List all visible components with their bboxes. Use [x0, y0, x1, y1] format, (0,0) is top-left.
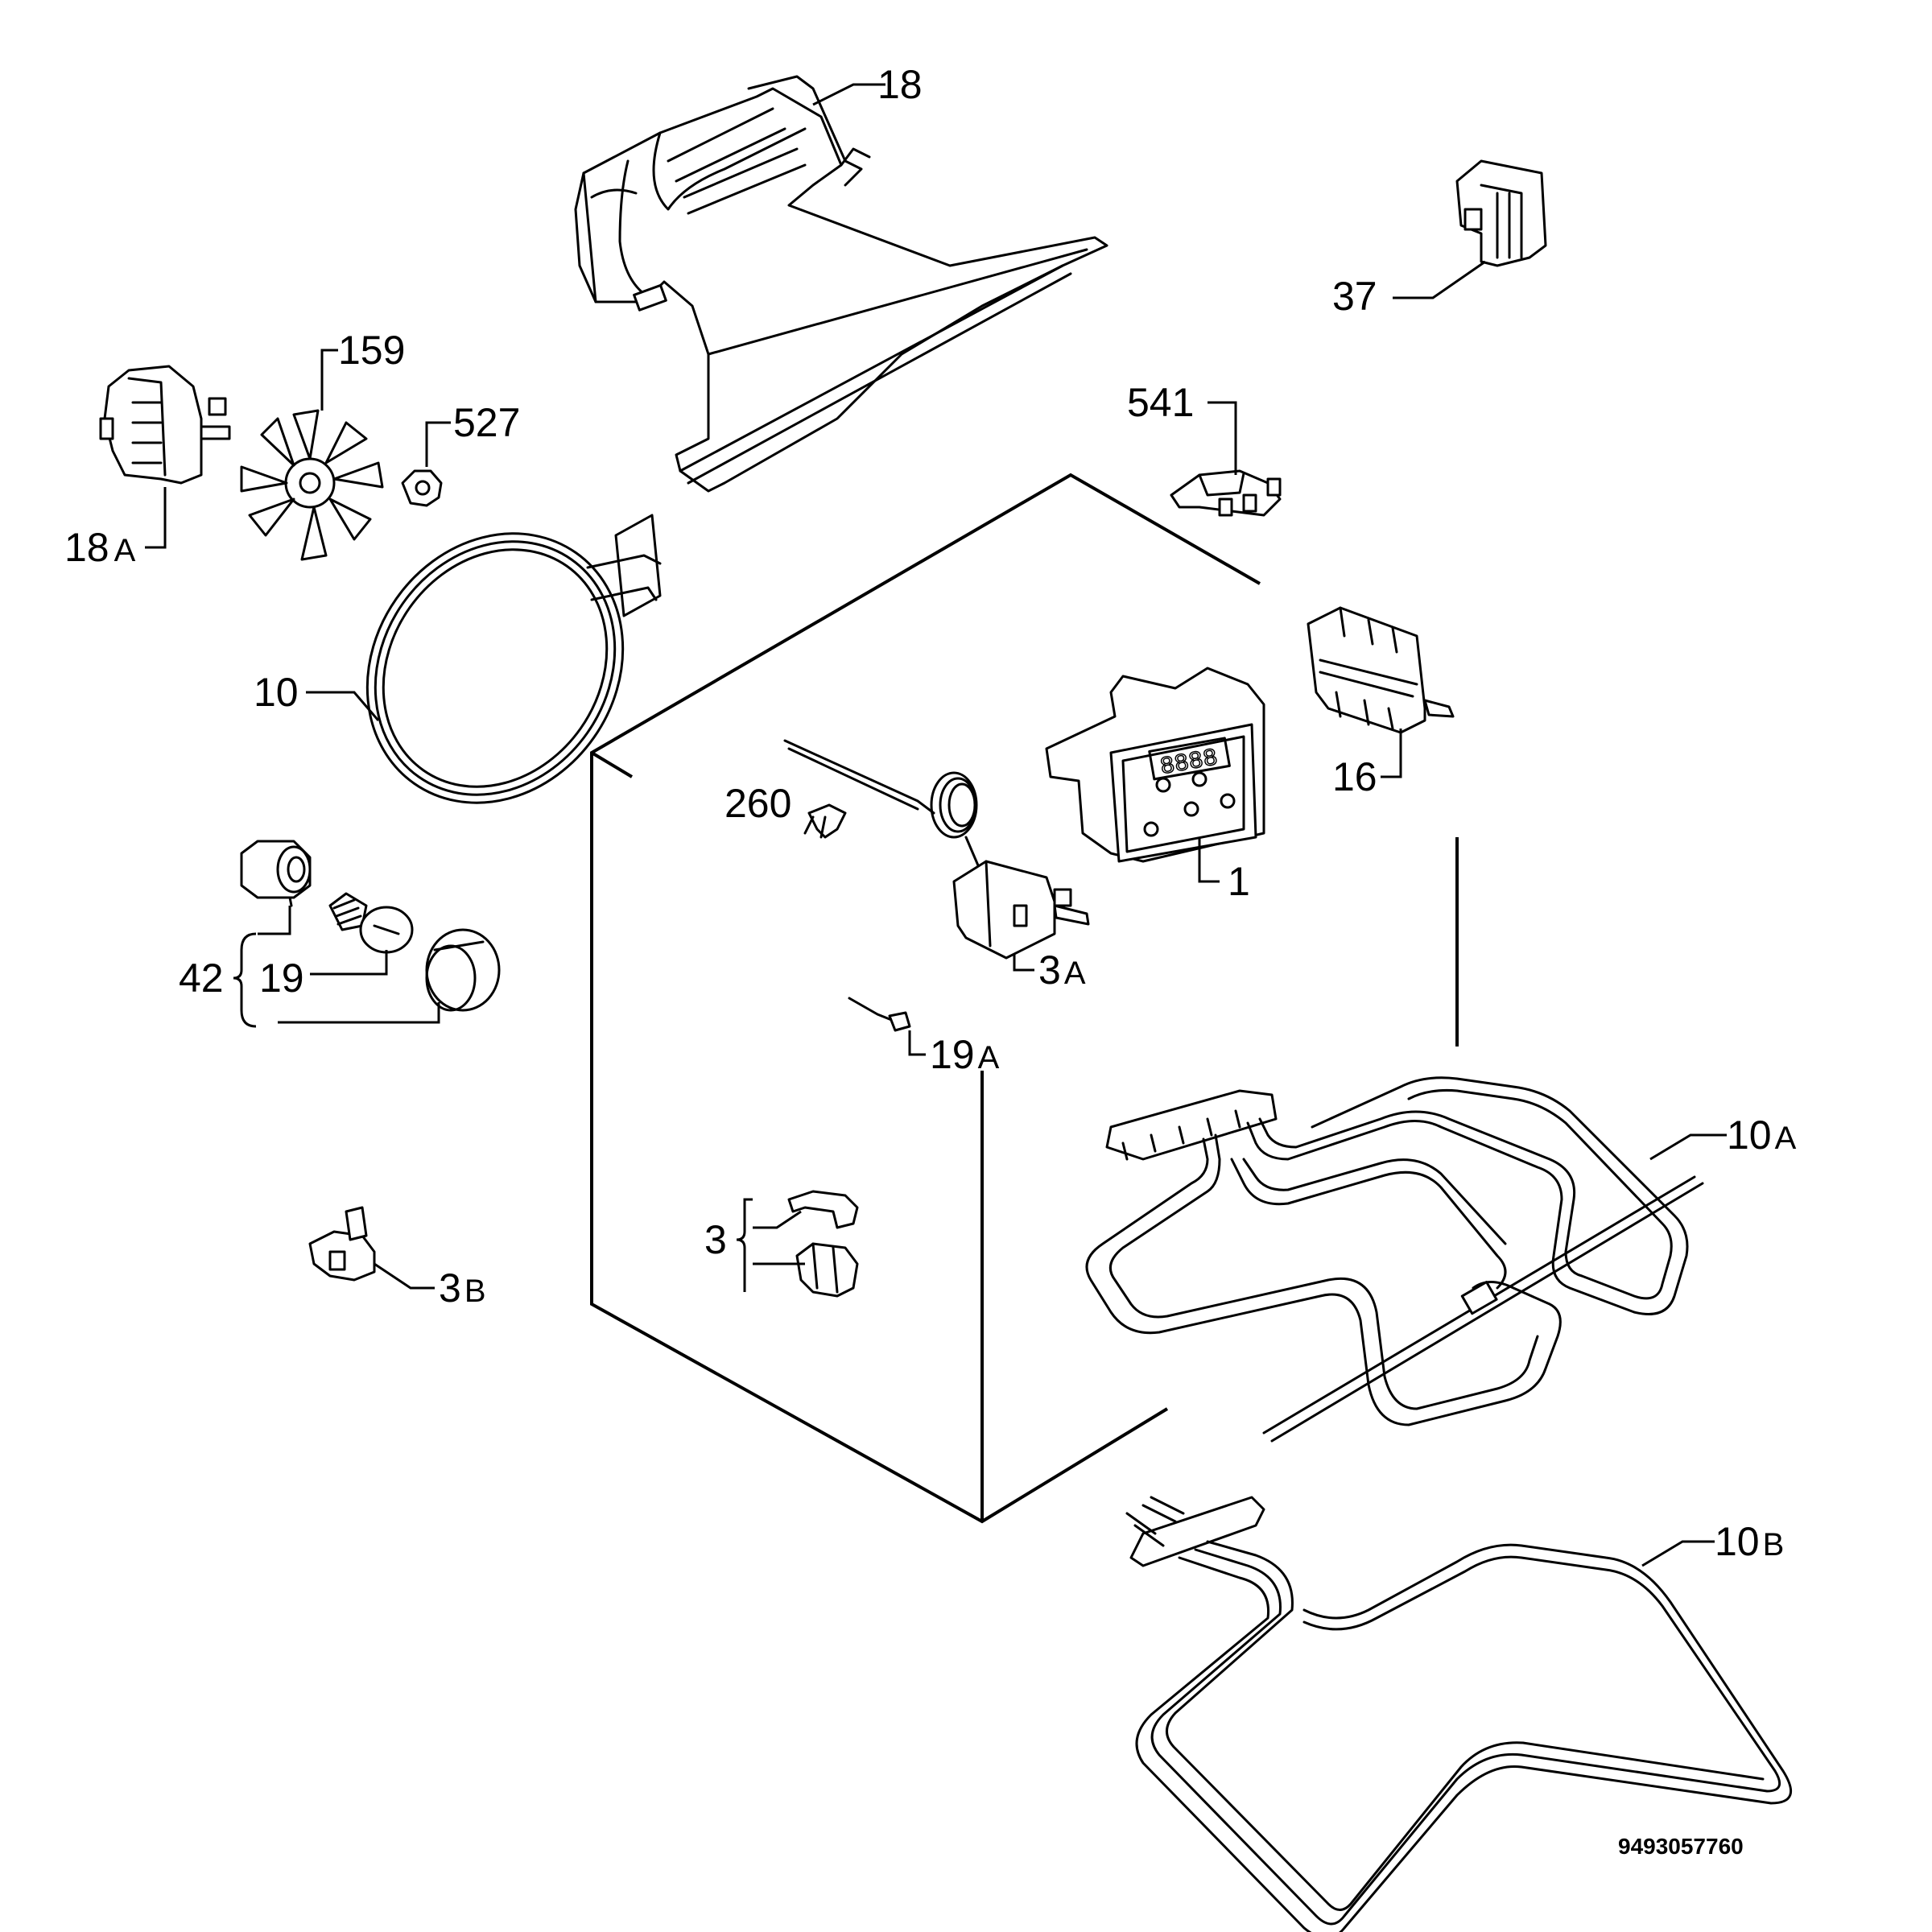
label-541: 541: [1127, 380, 1237, 475]
label-260: 260: [724, 781, 791, 826]
part-number-541: 541: [1127, 380, 1194, 425]
part-number-527: 527: [453, 400, 520, 445]
part-number-3: 3: [704, 1217, 727, 1262]
fan-housing-duct: [574, 75, 1108, 493]
part-number-42: 42: [179, 956, 224, 1001]
terminal-clip-37: [1455, 159, 1547, 267]
thermostat-3a: [783, 739, 1090, 960]
label-16: 16: [1332, 729, 1402, 799]
part-number-16: 16: [1332, 754, 1377, 799]
electronic-timer-1: 8888: [1045, 667, 1265, 863]
label-37: 37: [1332, 260, 1486, 319]
label-18: 18: [812, 62, 923, 107]
bottom-heating-element-10b: [1125, 1496, 1792, 1932]
terminal-block-541: [1170, 469, 1282, 517]
label-159: 159: [320, 328, 405, 411]
oven-cabinet-outline: [590, 473, 1459, 1524]
thermal-fuse: [795, 1242, 859, 1298]
lamp-wire-19a: [848, 997, 911, 1032]
part-number-1: 1: [1228, 859, 1250, 904]
drawing-code: 9493057760: [1618, 1834, 1744, 1859]
part-number-18: 18: [877, 62, 923, 107]
nut-527: [401, 469, 443, 507]
ring-heating-element-10: [365, 514, 662, 804]
label-3-group: 3: [704, 1198, 805, 1292]
grill-heating-element-10a: [1085, 1076, 1704, 1443]
clip-260: [803, 803, 847, 839]
part-number-10: 10: [254, 670, 299, 715]
lamp-bulb-19: [328, 892, 414, 954]
lamp-holder: [240, 840, 312, 907]
part-number-37: 37: [1332, 274, 1377, 319]
fan-motor-18a: [99, 365, 231, 485]
label-527: 527: [425, 400, 520, 467]
safety-thermostat-3b: [308, 1206, 376, 1282]
lamp-lens: [425, 928, 501, 1012]
part-number-260: 260: [724, 781, 791, 826]
label-42-group: 42 19: [179, 906, 440, 1028]
part-number-159: 159: [338, 328, 405, 373]
selector-switch-16: [1307, 606, 1455, 734]
part-number-19: 19: [259, 956, 304, 1001]
fan-blade-159: [240, 409, 384, 561]
label-1: 1: [1198, 837, 1250, 904]
label-10: 10: [254, 670, 380, 721]
thermal-fuse-clip: [787, 1190, 859, 1229]
